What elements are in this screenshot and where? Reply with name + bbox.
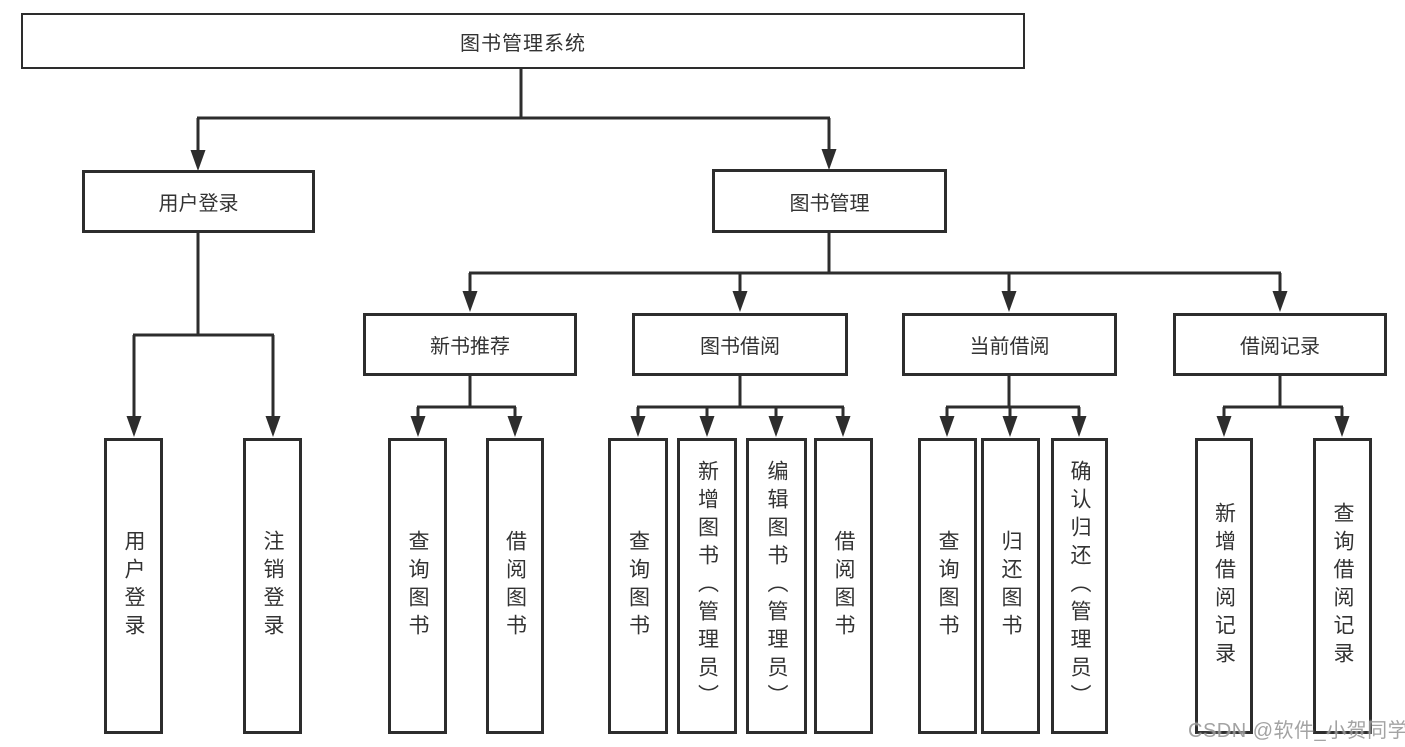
node-login: 用户登录 xyxy=(104,438,163,734)
node-br-add-record: 新增借阅记录 xyxy=(1195,438,1253,734)
node-new-book-recommend: 新书推荐 xyxy=(363,313,577,376)
node-book-mgmt: 图书管理 xyxy=(712,169,947,233)
node-bb-add-books-admin: 新增图书（管理员） xyxy=(677,438,737,734)
node-bb-borrow-books: 借阅图书 xyxy=(814,438,873,734)
node-cb-confirm-return-admin: 确认归还（管理员） xyxy=(1051,438,1108,734)
node-nbr-query-books: 查询图书 xyxy=(388,438,447,734)
node-book-borrow: 图书借阅 xyxy=(632,313,848,376)
node-nbr-borrow-books: 借阅图书 xyxy=(486,438,544,734)
arrowheads xyxy=(126,149,1350,437)
node-br-query-record: 查询借阅记录 xyxy=(1313,438,1372,734)
node-cb-return-books: 归还图书 xyxy=(981,438,1040,734)
node-bb-query-books: 查询图书 xyxy=(608,438,668,734)
node-cb-query-books: 查询图书 xyxy=(918,438,977,734)
node-current-borrow: 当前借阅 xyxy=(902,313,1117,376)
node-borrow-records: 借阅记录 xyxy=(1173,313,1387,376)
node-logout: 注销登录 xyxy=(243,438,302,734)
csdn-watermark: CSDN @软件_小贺同学 xyxy=(1188,720,1405,742)
node-user-login: 用户登录 xyxy=(82,170,315,233)
node-root: 图书管理系统 xyxy=(21,13,1025,69)
node-bb-edit-books-admin: 编辑图书（管理员） xyxy=(746,438,807,734)
